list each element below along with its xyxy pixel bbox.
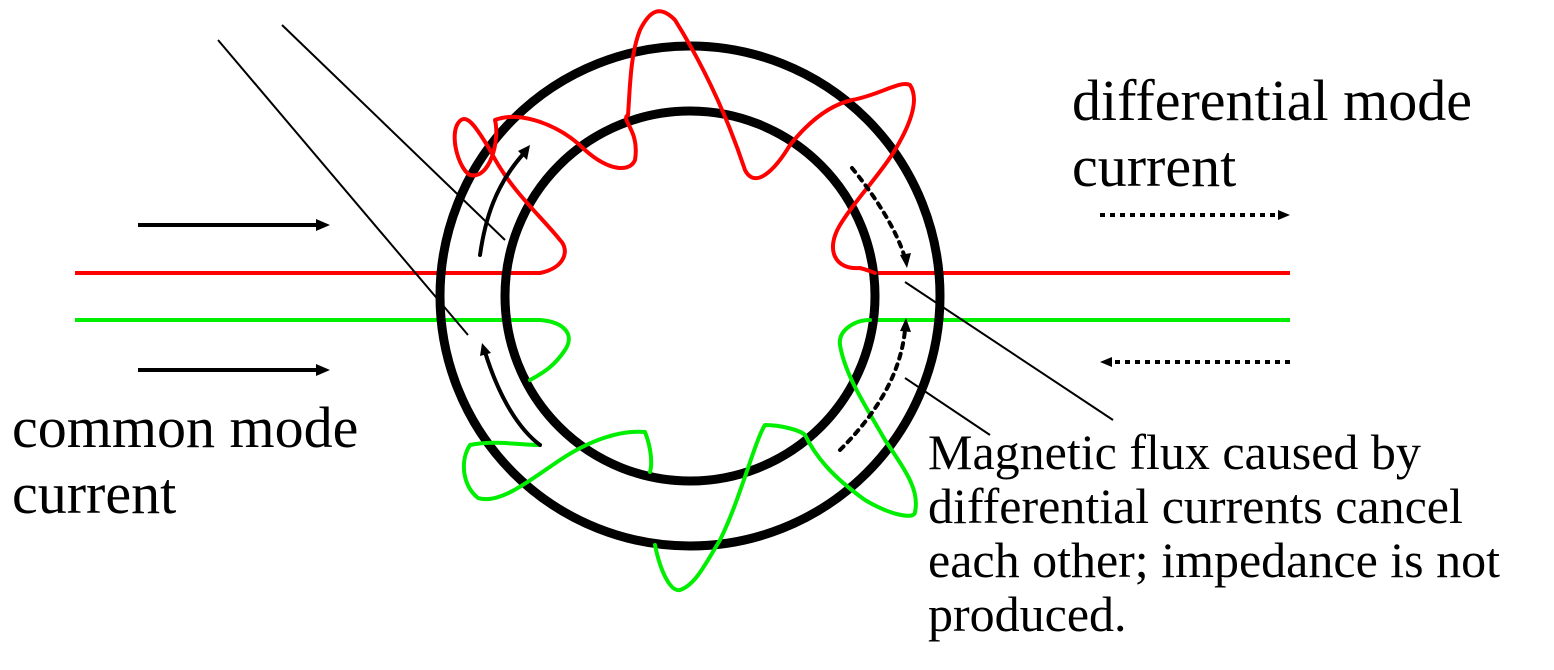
toroid-core: [435, 41, 945, 551]
differential-mode-label: differential mode current: [1072, 68, 1472, 200]
differential-mode-arrows: [1100, 210, 1290, 367]
leader-line-2: [281, 24, 506, 241]
flux-note: Magnetic flux caused by differential cur…: [928, 425, 1500, 641]
flux-note-line1: Magnetic flux caused by: [928, 424, 1421, 480]
leader-lines: [217, 24, 1114, 436]
differential-mode-label-line2: current: [1072, 134, 1237, 199]
flux-note-line4: produced.: [928, 586, 1127, 642]
flux-arrowhead-lower-right: [900, 318, 911, 332]
flux-arrowhead-lower-left: [480, 343, 491, 356]
common-mode-label-line2: current: [12, 461, 177, 526]
common-mode-label: common mode current: [12, 395, 358, 527]
green-winding: [461, 318, 918, 592]
differential-arrowhead-right: [1278, 210, 1290, 220]
differential-mode-label-line1: differential mode: [1072, 68, 1472, 133]
flux-arrow-upper-right: [850, 166, 907, 260]
leader-line-4: [904, 377, 991, 436]
common-mode-flux-arrows: [478, 145, 542, 447]
flux-note-line2: differential currents cancel: [928, 478, 1463, 534]
common-mode-arrowhead-bottom: [316, 364, 330, 376]
toroid-inner-ring: [500, 106, 880, 486]
differential-flux-arrows: [838, 166, 907, 452]
flux-note-line3: each other; impedance is not: [928, 532, 1500, 588]
common-mode-arrowhead-top: [316, 219, 330, 231]
flux-arrowhead-upper-right: [900, 253, 911, 268]
toroid-outer-ring: [435, 41, 945, 551]
leader-line-1: [217, 39, 469, 336]
flux-arrow-lower-right: [838, 328, 907, 452]
leader-line-3: [904, 281, 1114, 421]
wires: [75, 271, 1290, 322]
flux-arrow-upper-left: [478, 150, 527, 257]
flux-arrowhead-upper-left: [518, 145, 530, 160]
common-mode-label-line1: common mode: [12, 395, 359, 460]
common-mode-arrows: [138, 219, 330, 376]
flux-arrow-lower-left: [483, 350, 542, 447]
differential-arrowhead-left: [1100, 357, 1112, 367]
red-winding: [452, 9, 916, 275]
